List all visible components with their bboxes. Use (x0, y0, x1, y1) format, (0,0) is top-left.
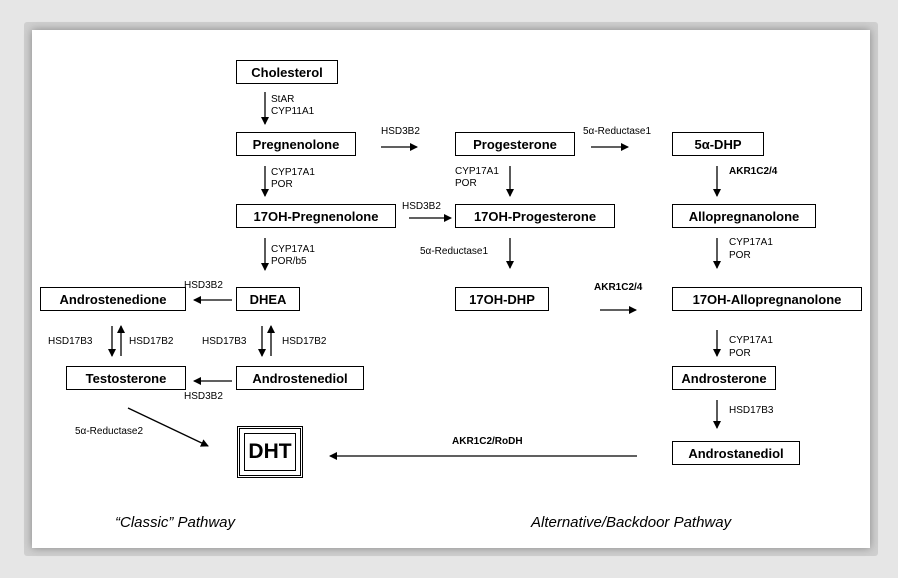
label-reductase2: 5α-Reductase2 (75, 426, 144, 437)
label-hsd3b2-preg: HSD3B2 (381, 126, 420, 137)
node-progesterone: Progesterone (455, 132, 575, 156)
node-androsterone: Androsterone (672, 366, 776, 390)
label-hsd17b3-right: HSD17B3 (729, 405, 774, 416)
label-hsd3b2-testo: HSD3B2 (184, 391, 223, 402)
node-androstenediol: Androstenediol (236, 366, 364, 390)
node-androstenedione: Androstenedione (40, 287, 186, 311)
node-dht: DHT (237, 426, 303, 478)
label-hsd3b2-17oh: HSD3B2 (402, 201, 441, 212)
label-hsd17b2-left: HSD17B2 (129, 336, 174, 347)
label-hsd17b2-mid: HSD17B2 (282, 336, 327, 347)
node-androstanediol: Androstanediol (672, 441, 800, 465)
label-hsd17b3-mid: HSD17B3 (202, 336, 247, 347)
label-por-allo: POR (729, 250, 751, 261)
label-cyp17a1-a: CYP17A1 (271, 167, 315, 178)
label-cyp17a1-17allo: CYP17A1 (729, 335, 773, 346)
label-por-a: POR (271, 179, 293, 190)
label-cyp17a1-prog: CYP17A1 (455, 166, 499, 177)
node-17oh-allopregnanolone: 17OH-Allopregnanolone (672, 287, 862, 311)
label-por-17allo: POR (729, 348, 751, 359)
label-akr1c24-mid: AKR1C2/4 (594, 282, 643, 293)
label-cyp17a1-b: CYP17A1 (271, 244, 315, 255)
label-hsd17b3-left: HSD17B3 (48, 336, 93, 347)
node-allopregnanolone: Allopregnanolone (672, 204, 816, 228)
label-akr1c2-rodh: AKR1C2/RoDH (452, 436, 523, 447)
label-hsd3b2-dhea: HSD3B2 (184, 280, 223, 291)
node-cholesterol: Cholesterol (236, 60, 338, 84)
node-dhea: DHEA (236, 287, 300, 311)
node-testosterone: Testosterone (66, 366, 186, 390)
node-pregnenolone: Pregnenolone (236, 132, 356, 156)
label-cyp11a1: CYP11A1 (271, 106, 315, 117)
node-17oh-dhp: 17OH-DHP (455, 287, 549, 311)
label-star: StAR (271, 94, 295, 105)
node-17oh-progesterone: 17OH-Progesterone (455, 204, 615, 228)
caption-classic: “Classic” Pathway (115, 514, 236, 531)
label-reductase1-17oh: 5α-Reductase1 (420, 246, 489, 257)
node-17oh-pregnenolone: 17OH-Pregnenolone (236, 204, 396, 228)
caption-alternative: Alternative/Backdoor Pathway (531, 514, 732, 531)
label-por-b5: POR/b5 (271, 256, 307, 267)
label-reductase1-prog: 5α-Reductase1 (583, 126, 652, 137)
label-cyp17a1-allo: CYP17A1 (729, 237, 773, 248)
label-por-prog: POR (455, 178, 477, 189)
label-akr1c24-top: AKR1C2/4 (729, 166, 778, 177)
arrow-testosterone-dht (127, 407, 209, 447)
node-5a-dhp: 5α-DHP (672, 132, 764, 156)
